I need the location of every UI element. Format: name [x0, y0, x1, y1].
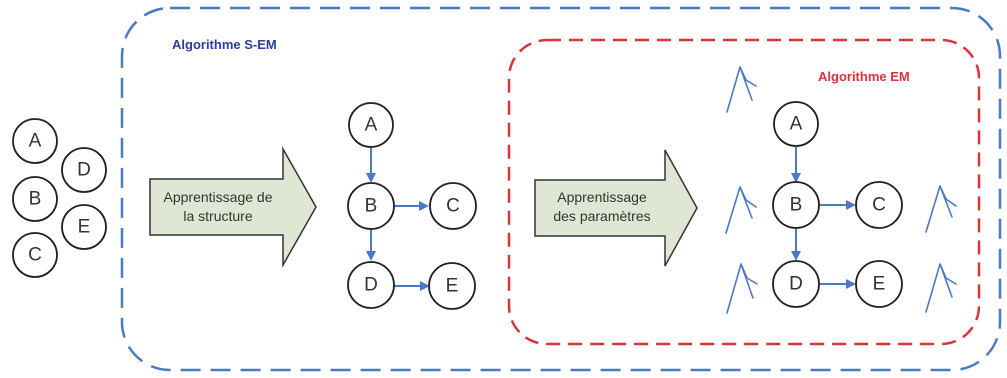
node-c: C — [429, 182, 477, 230]
node-d: D — [772, 260, 820, 308]
em-boundary — [507, 38, 981, 346]
network-parameters: A B C D E — [772, 101, 903, 308]
svg-text:E: E — [446, 276, 459, 297]
input-node-b: B — [12, 176, 58, 222]
svg-text:D: D — [77, 160, 91, 181]
svg-text:B: B — [790, 195, 803, 216]
input-variables: A D B E C — [12, 118, 107, 278]
svg-text:A: A — [365, 115, 378, 136]
svg-text:C: C — [446, 196, 460, 217]
em-label: Algorithme EM — [818, 69, 910, 84]
input-node-e: E — [61, 204, 107, 250]
parameter-icons — [725, 66, 957, 314]
s-em-boundary — [120, 6, 1002, 372]
node-e: E — [855, 260, 903, 308]
svg-text:E: E — [873, 274, 886, 295]
svg-text:C: C — [872, 195, 886, 216]
tree-icon — [726, 263, 758, 314]
svg-text:A: A — [790, 114, 803, 135]
svg-text:D: D — [364, 275, 378, 296]
node-a: A — [348, 102, 394, 148]
network-structure: A B C D E — [347, 102, 477, 310]
svg-text:B: B — [29, 189, 42, 210]
parameter-learning-arrow: Apprentissage des paramètres — [534, 149, 698, 267]
tree-icon — [925, 263, 957, 313]
tree-icon — [725, 186, 757, 234]
node-d: D — [347, 261, 395, 309]
structure-learning-line2: la structure — [183, 208, 252, 224]
parameter-learning-line1: Apprentissage — [557, 189, 647, 205]
input-node-d: D — [61, 147, 107, 193]
svg-text:D: D — [789, 274, 803, 295]
input-node-a: A — [12, 118, 58, 164]
node-c: C — [855, 181, 903, 229]
structure-learning-arrow: Apprentissage de la structure — [149, 146, 317, 268]
s-em-label: Algorithme S-EM — [172, 37, 277, 52]
svg-text:E: E — [78, 217, 91, 238]
node-a: A — [773, 101, 819, 147]
svg-text:C: C — [28, 245, 42, 266]
node-e: E — [428, 262, 476, 310]
svg-text:B: B — [365, 196, 378, 217]
node-b: B — [347, 182, 395, 230]
node-b: B — [772, 181, 820, 229]
parameter-learning-line2: des paramètres — [553, 208, 650, 224]
svg-text:A: A — [29, 131, 42, 152]
structure-learning-line1: Apprentissage de — [164, 189, 273, 205]
tree-icon — [925, 185, 957, 233]
input-node-c: C — [12, 232, 58, 278]
tree-icon — [726, 66, 757, 113]
